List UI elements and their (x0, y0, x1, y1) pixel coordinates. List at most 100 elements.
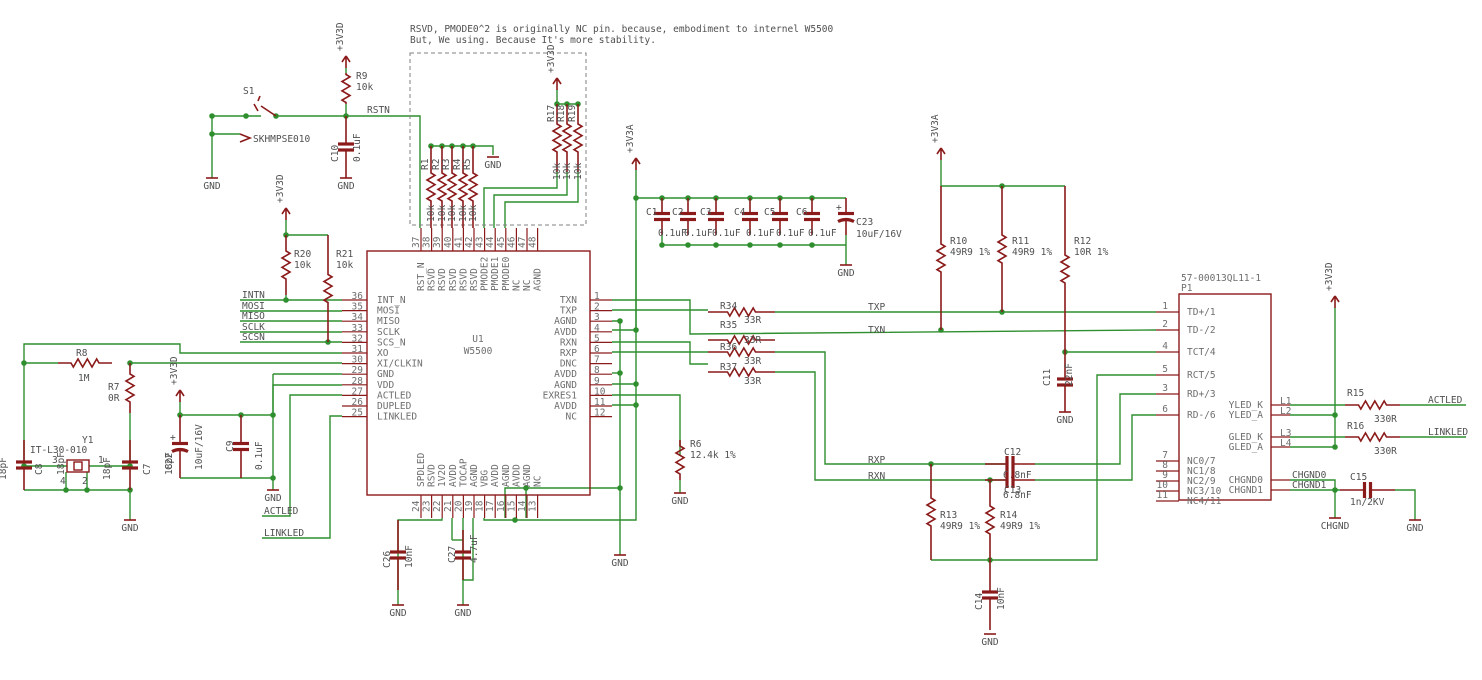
pin-number: 33 (352, 323, 363, 334)
pin-name: NC (566, 412, 577, 423)
resistor-value: 33R (744, 335, 761, 346)
pin-name: NC (533, 476, 544, 487)
capacitor-ref: C4 (734, 207, 746, 218)
ground-symbol: GND (121, 519, 139, 534)
resistor-ref: R36 (720, 342, 737, 353)
pin-name: NC1/8 (1187, 466, 1216, 477)
pin-name: RSVD (469, 268, 480, 291)
switch-value: SKHMPSE010 (253, 134, 310, 145)
pin-number: 44 (485, 236, 496, 248)
resistor-value: 10k (458, 205, 469, 222)
resistor-body (124, 363, 136, 413)
pin-name: PMODE2 (480, 257, 491, 291)
capacitor-ref: C3 (700, 207, 711, 218)
resistor-body (1345, 399, 1400, 411)
ground-symbol: GND (389, 604, 407, 619)
pin-number: 2 (594, 302, 600, 313)
junction-dot (1332, 444, 1338, 450)
resistor-body (436, 146, 448, 228)
power-symbol: +3V3D (335, 22, 351, 68)
pin-name: RXN (560, 337, 577, 348)
junction-dot (1332, 412, 1338, 418)
resistor-value: 12.4k 1% (690, 450, 736, 461)
resistor-body (708, 306, 775, 318)
pin-number: 6 (1162, 404, 1168, 415)
pin-name: TCT/4 (1187, 347, 1216, 358)
ground-symbol: GND (1406, 519, 1424, 534)
power-label: +3V3D (546, 44, 557, 73)
ground-label: GND (264, 493, 281, 504)
ground-symbol: GND (264, 489, 282, 504)
wire (612, 170, 637, 331)
wire (262, 415, 342, 539)
junction-dot (209, 131, 215, 137)
pin-name: RSVD (427, 464, 438, 487)
pin-number: 47 (517, 237, 528, 248)
pin-name: EXRES1 (543, 390, 578, 401)
capacitor-value: 6.8nF (1003, 470, 1032, 481)
switch-contact (239, 133, 253, 143)
resistor-ref: R37 (720, 362, 737, 373)
capacitor-ref: C12 (1004, 447, 1021, 458)
pin-number: 48 (528, 236, 539, 248)
power-label: +3V3D (169, 356, 180, 385)
pin-number: 29 (352, 365, 364, 376)
resistor-value: 10k (356, 82, 373, 93)
power-symbol: +3V3D (546, 44, 562, 90)
net-label-actled: ACTLED (1428, 395, 1463, 406)
ground-symbol: GND (837, 264, 855, 279)
resistor-value: 49R9 1% (1012, 247, 1052, 258)
net-label-actled: ACTLED (264, 506, 299, 517)
junction-dot (777, 242, 783, 248)
junction-dot (523, 485, 529, 491)
net-label-linkled: LINKLED (264, 528, 304, 539)
wire (262, 394, 342, 517)
power-arrow (552, 77, 562, 90)
resistor-ref: R18 (556, 105, 567, 122)
switch-contact (253, 95, 277, 117)
pin-number: 11 (594, 397, 606, 408)
capacitor-value: 18pF (0, 457, 9, 480)
pin-name: SPDLED (416, 452, 427, 487)
wire (504, 172, 579, 228)
junction-dot (633, 327, 639, 333)
pin-name: SCS_N (377, 337, 406, 348)
pin-name: AVDD (511, 464, 522, 487)
ground-symbol: GND (454, 604, 472, 619)
pin-number: 43 (475, 237, 486, 248)
pin-name: RSVD (448, 268, 459, 291)
resistor-ref: R20 (294, 249, 311, 260)
wire (612, 299, 1157, 335)
pin-number: 13 (528, 501, 539, 512)
capacitor-ref: C14 (974, 593, 985, 610)
resistor-r18 (561, 104, 573, 172)
capacitor-ref: C11 (1042, 369, 1053, 386)
ground-label: GND (337, 181, 354, 192)
pin-number: 4 (594, 323, 600, 334)
capacitor-value: 18pF (56, 452, 67, 475)
resistor-value: 10k (447, 205, 458, 222)
wire (345, 104, 421, 228)
ground-symbol: GND (484, 156, 502, 171)
capacitor-value: 0.1uF (746, 228, 775, 239)
capacitor-ref: C15 (1350, 472, 1367, 483)
pin-number: 7 (594, 355, 600, 366)
resistor-ref: R11 (1012, 236, 1029, 247)
pin-number: 28 (352, 376, 364, 387)
resistor-ref: R3 (441, 159, 452, 170)
capacitor-ref: C9 (225, 440, 236, 452)
wire (1035, 393, 1156, 465)
crystal-body (66, 459, 90, 473)
pin-name: AVDD (554, 327, 577, 338)
wire (940, 160, 1065, 187)
capacitor-value: 0.1uF (712, 228, 741, 239)
pin-number: L4 (1280, 438, 1292, 449)
ground-label: GND (203, 181, 220, 192)
resistor-ref: R34 (720, 301, 737, 312)
wire (179, 384, 342, 416)
connector-body (1178, 293, 1272, 501)
pin-name: GLED_K (1229, 432, 1264, 443)
